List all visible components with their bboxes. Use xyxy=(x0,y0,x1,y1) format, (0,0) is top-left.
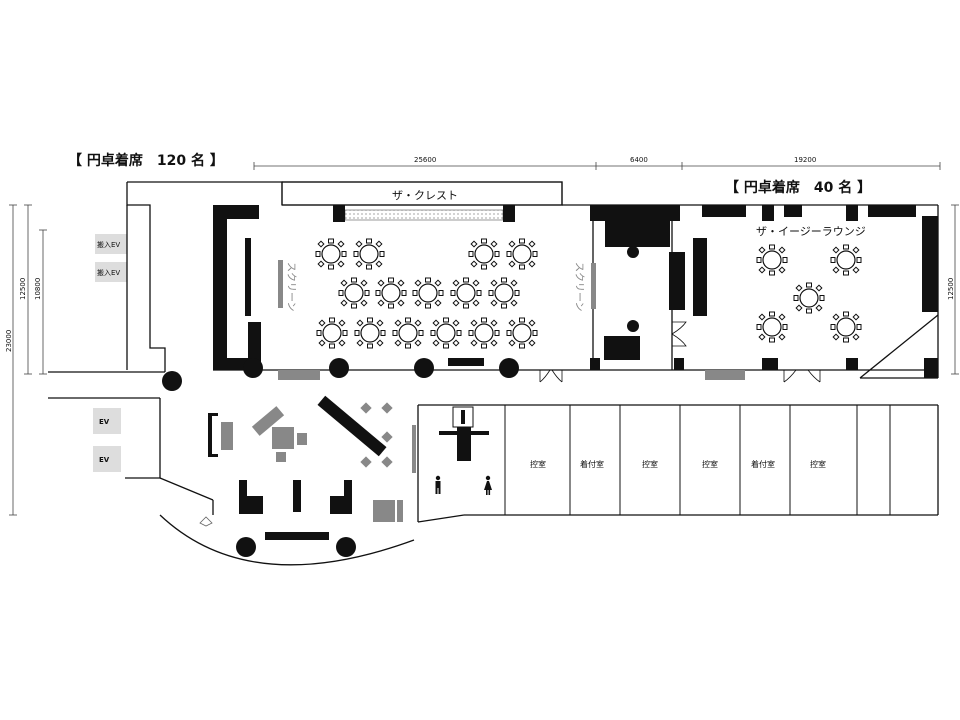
room-dressing-1: 着付室 xyxy=(580,459,604,469)
column-icon xyxy=(243,358,263,378)
hatched-area xyxy=(344,209,504,221)
column-icon xyxy=(162,371,182,391)
dim-19200: 19200 xyxy=(794,156,816,164)
room-waiting-1: 控室 xyxy=(530,459,546,469)
crest-tables xyxy=(315,238,538,349)
room-name-easy-lounge: ザ・イージーラウンジ xyxy=(756,225,866,238)
columns xyxy=(162,246,639,557)
freight-ev-1 xyxy=(95,234,127,254)
service-rooms xyxy=(504,405,891,515)
dim-12500-left: 12500 xyxy=(19,278,27,300)
walls xyxy=(48,181,939,566)
lounge-tables xyxy=(756,244,862,343)
grey-furniture xyxy=(221,260,745,522)
column-icon xyxy=(627,320,639,332)
ev-2-label: EV xyxy=(99,456,110,464)
ev-1 xyxy=(93,408,121,434)
crest-balcony xyxy=(281,181,563,206)
dim-10800: 10800 xyxy=(34,278,42,300)
column-icon xyxy=(627,246,639,258)
column-icon xyxy=(336,537,356,557)
male-restroom-icon xyxy=(435,475,441,494)
dimension-right xyxy=(951,204,959,375)
room-waiting-3: 控室 xyxy=(702,459,718,469)
screen-label-middle: スクリーン xyxy=(573,262,585,312)
dim-23000: 23000 xyxy=(5,330,13,352)
dim-12500-right: 12500 xyxy=(947,278,955,300)
column-icon xyxy=(414,358,434,378)
column-icon xyxy=(329,358,349,378)
room-waiting-4: 控室 xyxy=(810,459,826,469)
ev-2 xyxy=(93,446,121,472)
freight-ev-1-label: 搬入EV xyxy=(97,240,120,249)
screen-label-left: スクリーン xyxy=(285,262,297,312)
column-icon xyxy=(236,537,256,557)
lobby-small-tables xyxy=(360,402,393,468)
freight-ev-2 xyxy=(95,262,127,282)
room-waiting-2: 控室 xyxy=(642,459,658,469)
room-name-crest: ザ・クレスト xyxy=(392,189,458,202)
female-restroom-icon xyxy=(484,475,492,495)
restroom-core xyxy=(439,406,489,461)
dimension-top xyxy=(253,162,941,170)
caption-40: 【 円卓着席 40 名 】 xyxy=(725,179,871,196)
room-dressing-2: 着付室 xyxy=(751,459,775,469)
dim-6400: 6400 xyxy=(630,156,648,164)
ev-1-label: EV xyxy=(99,418,110,426)
lobby-furniture xyxy=(208,395,387,540)
dim-25600: 25600 xyxy=(414,156,436,164)
column-icon xyxy=(499,358,519,378)
stair-icon xyxy=(199,516,213,527)
dimension-left xyxy=(9,204,47,516)
freight-ev-2-label: 搬入EV xyxy=(97,268,120,277)
caption-120: 【 円卓着席 120 名 】 xyxy=(68,152,224,169)
wall-blocks xyxy=(213,205,938,378)
door-swing-icon xyxy=(539,321,821,383)
